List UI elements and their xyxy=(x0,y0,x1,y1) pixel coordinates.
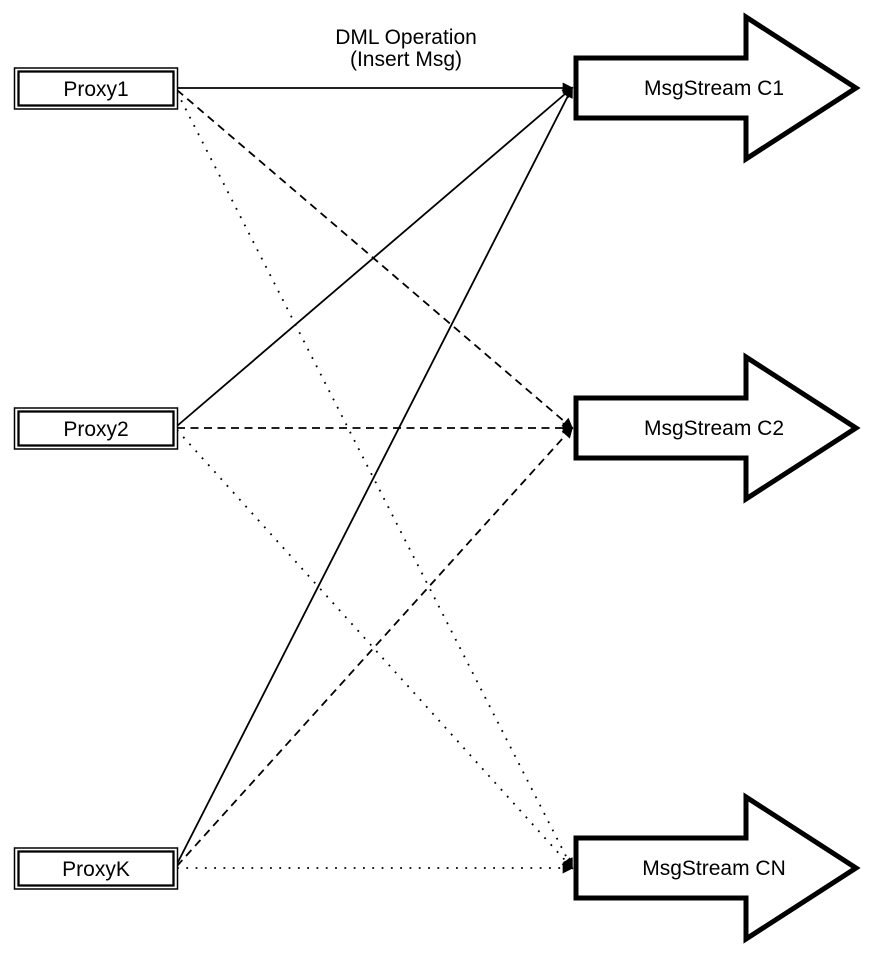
node-proxyk: ProxyK xyxy=(13,847,179,890)
msgstream-c1-label: MsgStream C1 xyxy=(644,77,784,100)
msgstream-cn-arrow-shape xyxy=(573,792,861,944)
proxy1-label: Proxy1 xyxy=(63,78,128,101)
annotation-line-2: (Insert Msg) xyxy=(350,48,462,71)
msgstream-cn-label: MsgStream CN xyxy=(642,857,786,880)
edge-proxyk-to-c1 xyxy=(176,86,573,865)
proxy2-box-inner xyxy=(17,410,175,447)
edge-proxyk-to-c2 xyxy=(176,426,574,867)
edge-proxy2-to-cn xyxy=(176,429,574,870)
proxyk-label: ProxyK xyxy=(62,858,130,881)
msgstream-c2-arrow-shape xyxy=(573,352,861,504)
node-msgstream-c1: MsgStream C1 xyxy=(573,12,861,164)
edges xyxy=(176,82,574,874)
msgstream-c2-label: MsgStream C2 xyxy=(644,417,784,440)
node-proxy2: Proxy2 xyxy=(13,407,179,450)
proxy2-label: Proxy2 xyxy=(63,418,128,441)
annotation-line-1: DML Operation xyxy=(335,26,477,49)
edge-annotation: DML Operation (Insert Msg) xyxy=(335,26,477,71)
msgstream-c1-arrow-shape xyxy=(573,12,861,164)
edge-proxy2-to-c1 xyxy=(176,86,574,427)
node-proxy1: Proxy1 xyxy=(13,67,179,110)
edge-proxy1-to-cn xyxy=(176,91,573,870)
node-msgstream-cn: MsgStream CN xyxy=(573,792,861,944)
proxyk-box-inner xyxy=(17,850,175,887)
node-msgstream-c2: MsgStream C2 xyxy=(573,352,861,504)
edge-proxy1-to-c2 xyxy=(176,89,574,430)
proxy1-box-inner xyxy=(17,70,175,107)
